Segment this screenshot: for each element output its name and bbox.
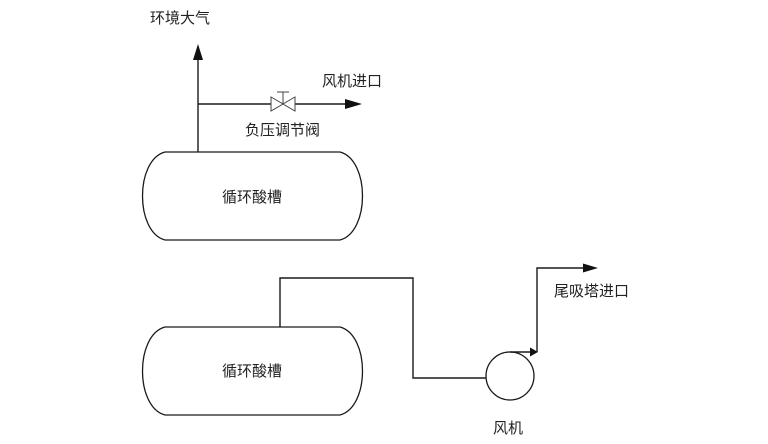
fan-icon[interactable] bbox=[485, 351, 535, 401]
fan-inlet-label: 风机进口 bbox=[322, 72, 382, 90]
top-scheme: 环境大气 风机进口 负压调节阀 循环酸槽 bbox=[141, 9, 382, 241]
tank-label-top: 循环酸槽 bbox=[222, 188, 282, 206]
control-valve-icon[interactable] bbox=[270, 91, 296, 112]
vent-arrow-icon bbox=[193, 44, 203, 60]
fan-label: 风机 bbox=[493, 419, 523, 437]
vent-outlet-label: 环境大气 bbox=[150, 9, 210, 27]
acid-tank-top[interactable] bbox=[141, 151, 364, 241]
fan-outlet-arrow-icon bbox=[530, 347, 538, 357]
acid-tank-bottom[interactable] bbox=[141, 326, 364, 416]
tower-inlet-label: 尾吸塔进口 bbox=[554, 282, 629, 300]
valve-label: 负压调节阀 bbox=[245, 121, 320, 139]
tower-inlet-arrow-icon bbox=[583, 263, 598, 273]
fan-inlet-arrow-icon bbox=[345, 99, 362, 109]
tank-label-bottom: 循环酸槽 bbox=[222, 362, 282, 380]
fan-outlet-pipe bbox=[536, 267, 583, 352]
tank-to-fan-pipe bbox=[279, 277, 505, 379]
bottom-scheme: 循环酸槽 风机 尾吸塔进口 bbox=[141, 263, 629, 437]
